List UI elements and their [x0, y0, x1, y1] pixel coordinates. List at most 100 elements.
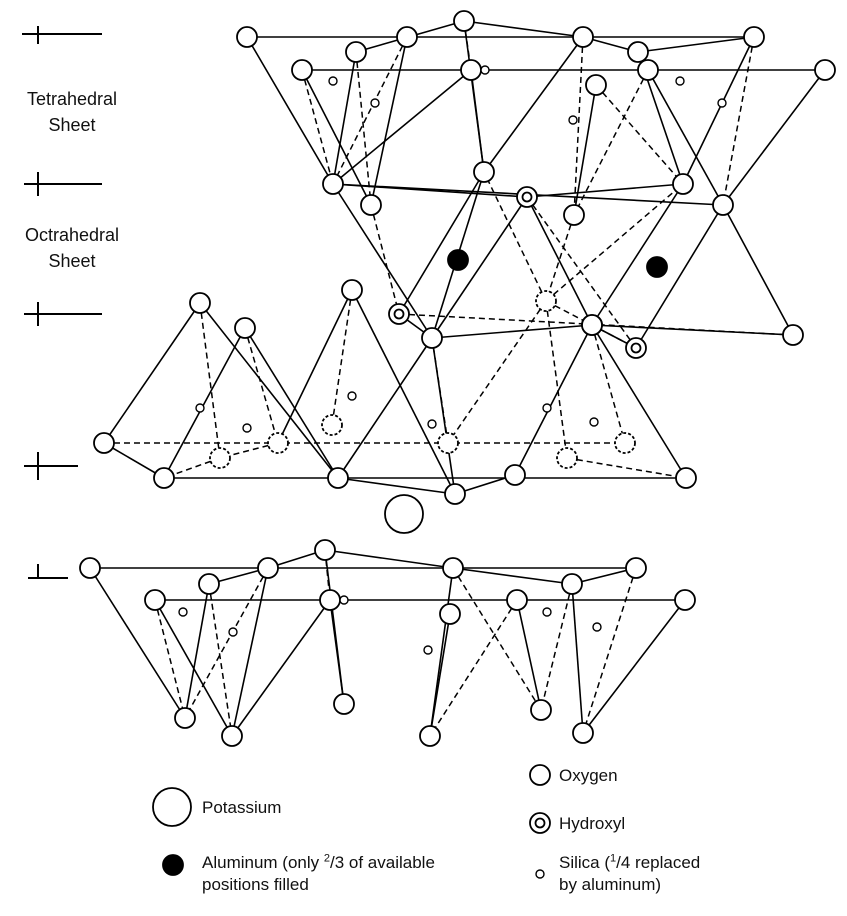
legend-aluminum-line1: Aluminum (only 2/3 of available [202, 852, 435, 872]
octahedral-sheet-label: Octrahedral Sheet [10, 222, 134, 274]
octahedral-label-line1: Octrahedral [24, 225, 120, 245]
tetrahedral-bond [103, 442, 165, 479]
legend-hydroxyl-icon [529, 812, 551, 834]
tetrahedral-bond-hidden [447, 300, 547, 444]
boundary-mark-1 [22, 26, 102, 44]
tetrahedral-bond-hidden [355, 51, 372, 206]
oxygen-atom [581, 314, 603, 336]
tetrahedral-bond [470, 69, 485, 173]
silica-atom [339, 595, 349, 605]
oxygen-atom [234, 317, 256, 339]
legend-potassium-label: Potassium [202, 798, 282, 817]
silica-atom [427, 419, 437, 429]
oxygen-atom [153, 467, 175, 489]
boundary-mark-4 [24, 452, 78, 480]
tetrahedral-bond [324, 549, 454, 569]
oxygen-atom [93, 432, 115, 454]
tetrahedral-bond-hidden [184, 567, 269, 719]
atoms [79, 10, 836, 747]
tetrahedral-bond [89, 567, 186, 719]
tetrahedral-bond [591, 324, 687, 479]
legend-oxygen-label: Oxygen [559, 766, 618, 785]
legend-icons [152, 764, 551, 879]
tetrahedral-bond [682, 36, 755, 185]
tetrahedral-bond [154, 599, 233, 737]
legend-silica-line1: Silica (1/4 replaced [559, 852, 701, 872]
tetrahedral-bond-hidden [332, 36, 408, 185]
oxygen-atom [319, 589, 341, 611]
oxygen-atom [743, 26, 765, 48]
oxygen-atom-hidden [556, 447, 578, 469]
tetrahedral-bond [332, 51, 357, 185]
oxygen-atom [144, 589, 166, 611]
oxygen-atom [563, 204, 585, 226]
tetrahedral-bond-hidden [431, 337, 449, 444]
oxygen-atom [236, 26, 258, 48]
tetrahedral-bond [722, 69, 826, 206]
octahedral-bond [332, 183, 528, 198]
oxygen-atom [421, 327, 443, 349]
tetrahedral-bond [429, 613, 451, 737]
silica-atom [423, 645, 433, 655]
silica-atom [675, 76, 685, 86]
oxygen-atom [782, 324, 804, 346]
tetrahedral-bond [277, 289, 353, 444]
tetrahedral-bond-hidden [452, 567, 542, 711]
oxygen-atom-hidden [209, 447, 231, 469]
oxygen-atom [341, 279, 363, 301]
oxygen-atom [506, 589, 528, 611]
silica-atom [542, 403, 552, 413]
tetrahedral-bond [337, 477, 456, 495]
tetrahedral-bond-hidden [722, 36, 755, 206]
boundary-mark-2 [24, 172, 102, 196]
silica-atom [328, 76, 338, 86]
tetrahedral-bond [452, 567, 573, 585]
oxygen-atom [291, 59, 313, 81]
tetrahedral-label-line2: Sheet [48, 115, 96, 135]
silica-atom [228, 627, 238, 637]
oxygen-atom [572, 722, 594, 744]
oxygen-atom [814, 59, 836, 81]
oxygen-atom [221, 725, 243, 747]
oxygen-atom [174, 707, 196, 729]
oxygen-atom [345, 41, 367, 63]
silica-atom [568, 115, 578, 125]
octahedral-bond [431, 324, 593, 339]
tetrahedral-bond [483, 36, 584, 173]
oxygen-atom [360, 194, 382, 216]
silica-atom [592, 622, 602, 632]
tetrahedral-bond-hidden [591, 324, 626, 444]
oxygen-atom [314, 539, 336, 561]
tetrahedral-bond [301, 69, 372, 206]
silica-atom [178, 607, 188, 617]
octahedral-bond-hidden [398, 313, 794, 336]
tetrahedral-bond [514, 324, 593, 476]
tetrahedral-bond-hidden [540, 583, 573, 711]
tetrahedral-bond-hidden [582, 567, 637, 734]
aluminum-atom [447, 249, 469, 271]
oxygen-atom-hidden [614, 432, 636, 454]
bonds-dashed [104, 20, 794, 737]
tetrahedral-bond [463, 20, 584, 38]
octahedral-bond [332, 183, 433, 339]
tetrahedral-bond-hidden [208, 583, 233, 737]
oxygen-atom-hidden [321, 414, 343, 436]
tetrahedral-bond [571, 567, 637, 585]
oxygen-atom-hidden [535, 290, 557, 312]
legend-oxygen-icon [529, 764, 551, 786]
oxygen-atom [327, 467, 349, 489]
oxygen-atom [473, 161, 495, 183]
oxygen-atom [712, 194, 734, 216]
aluminum-atom [646, 256, 668, 278]
boundary-mark-5 [28, 564, 68, 579]
tetrahedral-bond [332, 69, 472, 185]
tetrahedral-bond-hidden [154, 599, 186, 719]
octahedral-bond [526, 196, 593, 326]
oxygen-atom [637, 59, 659, 81]
legend-silica-icon [535, 869, 545, 879]
octahedral-bond [526, 183, 684, 198]
octahedral-bond [431, 196, 528, 339]
octahedral-bond-hidden [370, 204, 400, 315]
